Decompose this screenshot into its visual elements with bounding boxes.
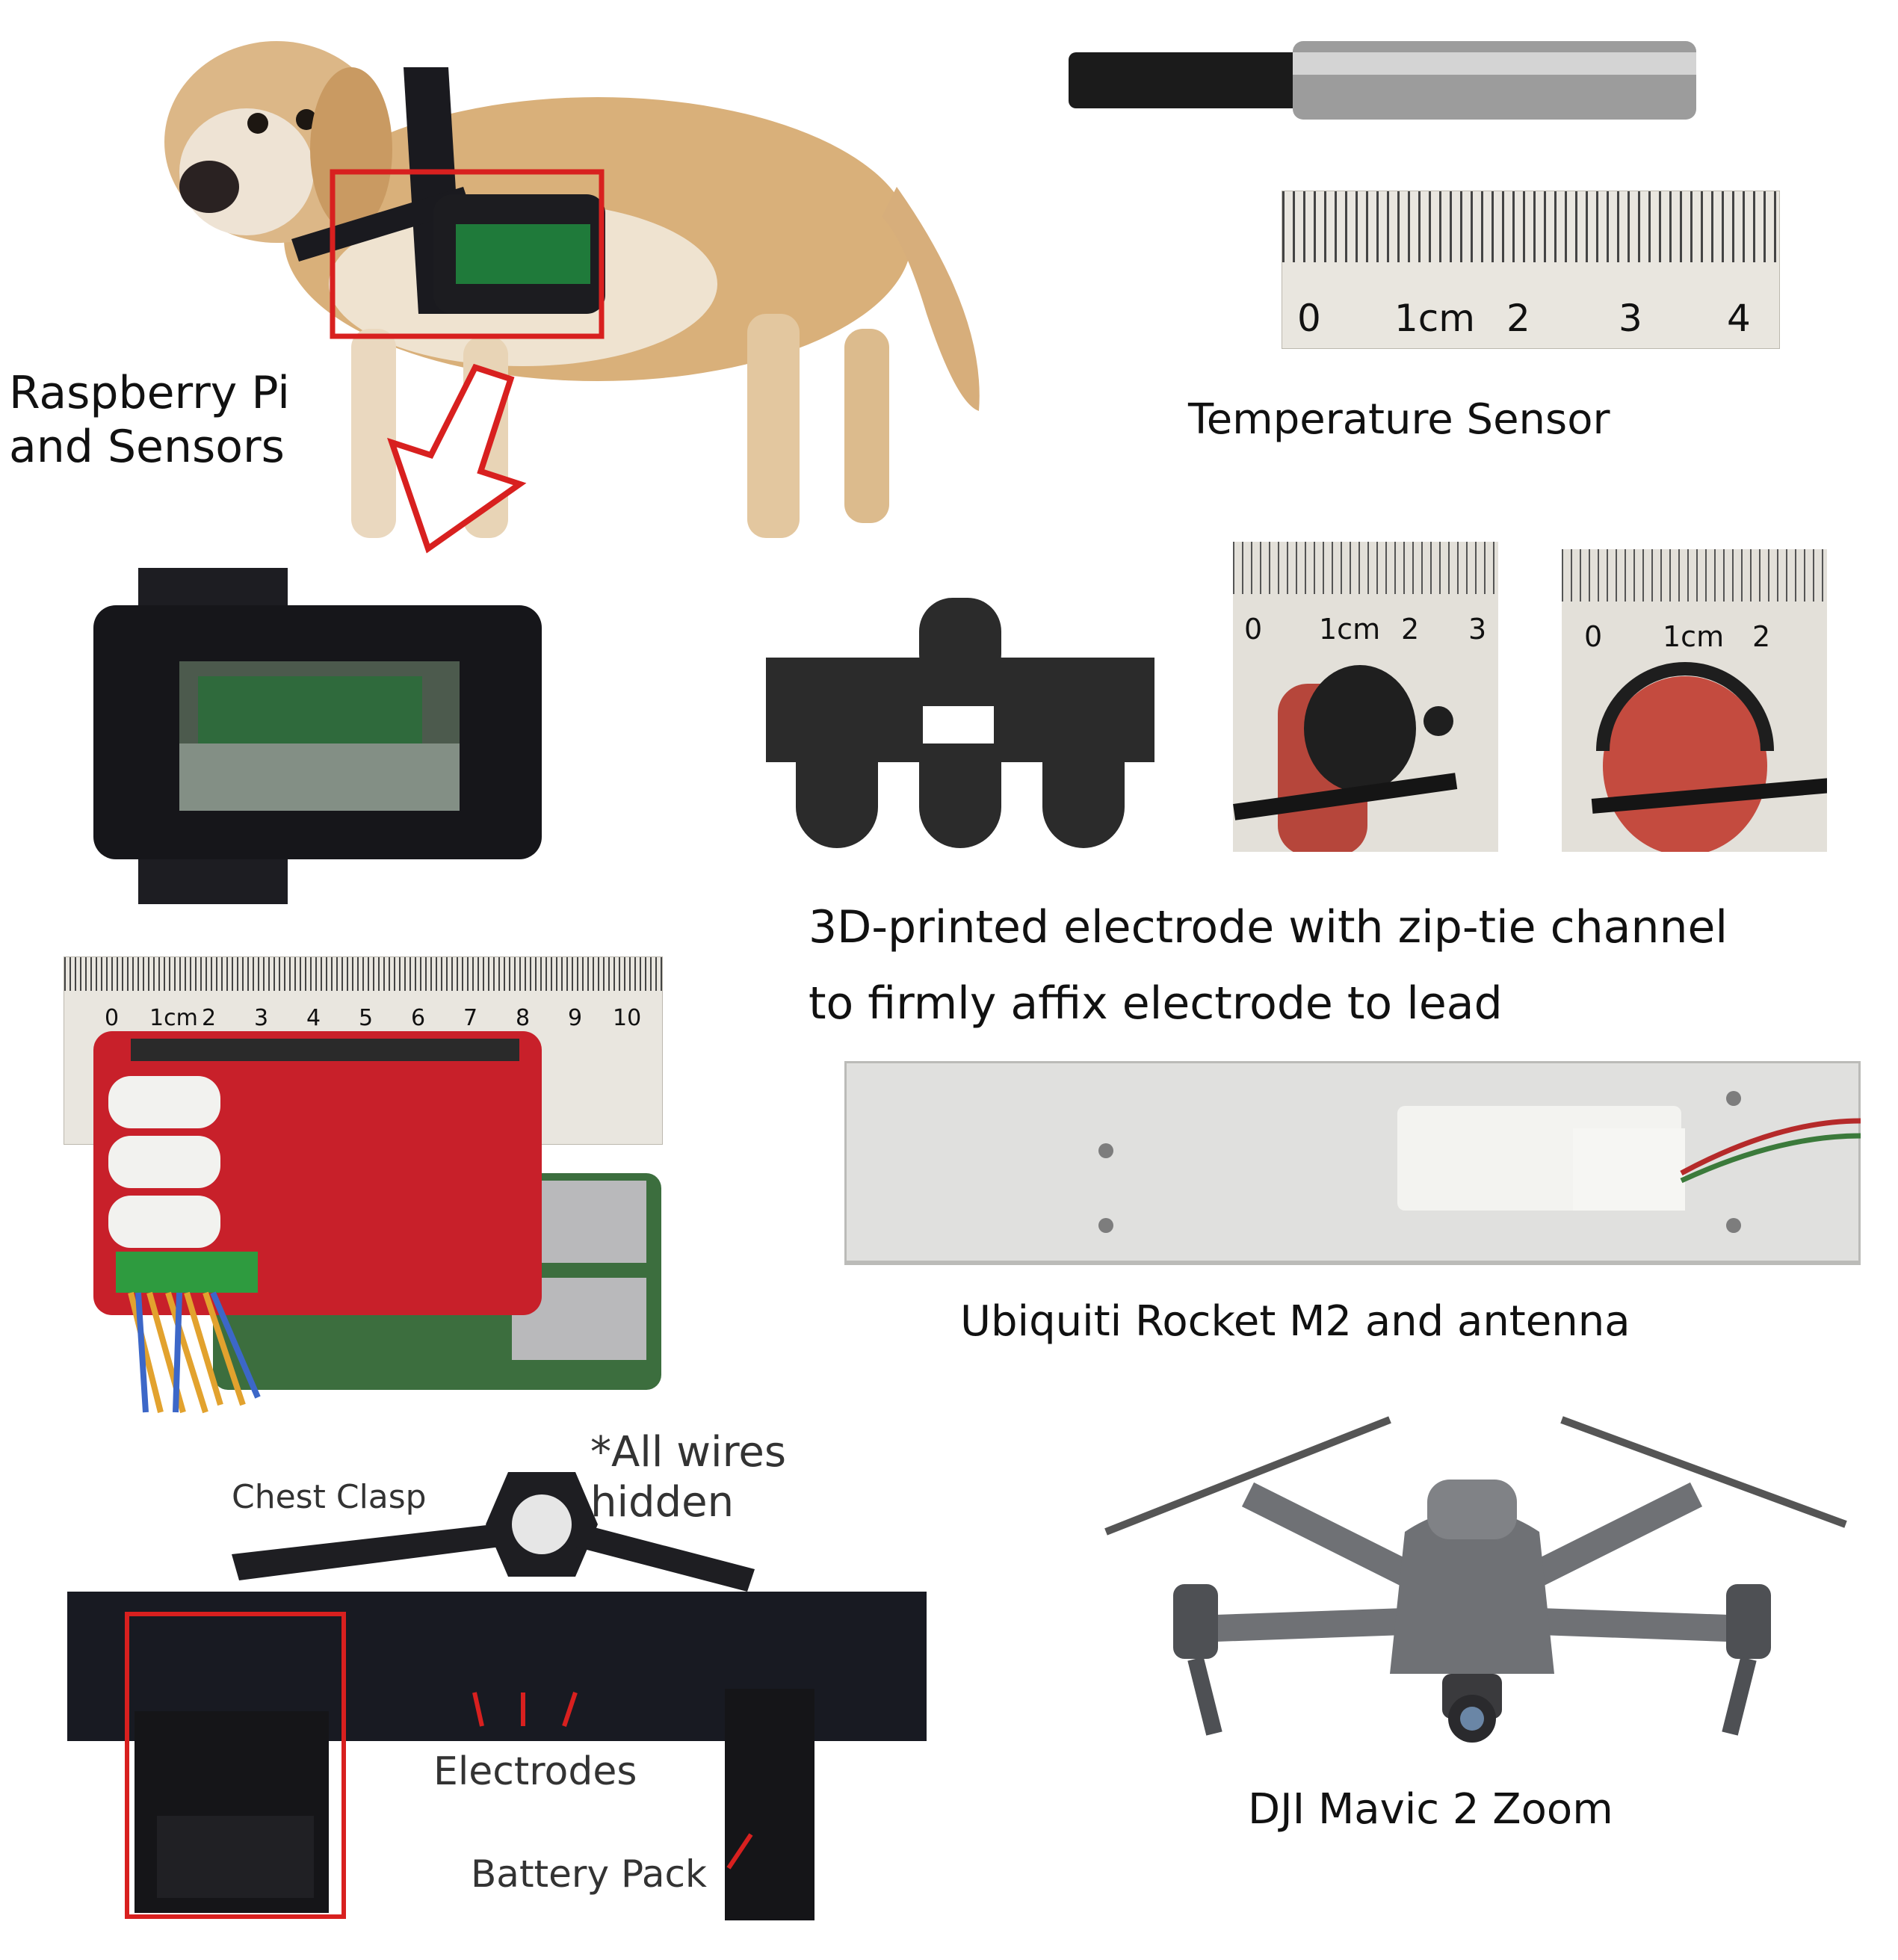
ruler-tick-8: 8 [516, 1005, 531, 1031]
battery-pack-label: Battery Pack [471, 1852, 707, 1896]
ruler-ticks [1562, 549, 1827, 602]
ruler-tick-1: 1cm [1663, 620, 1725, 653]
rocket-antenna-photo [844, 1061, 1861, 1270]
ruler-tick-1: 1cm [149, 1005, 198, 1031]
ruler-tick-1: 1cm [1319, 613, 1381, 646]
ruler-ticks [1233, 542, 1498, 594]
ruler-tick-7: 7 [463, 1005, 478, 1031]
electrode-photo-a: 0 1cm 2 3 [1233, 542, 1498, 852]
drone-label: DJI Mavic 2 Zoom [1248, 1785, 1613, 1834]
chest-harness-photo [60, 1442, 942, 1935]
ruler-tick-6: 6 [411, 1005, 426, 1031]
ruler-tick-0: 0 [105, 1005, 120, 1031]
ruler-tick-4: 4 [306, 1005, 321, 1031]
electrodes-label: Electrodes [433, 1749, 637, 1794]
raspberry-pi-board-photo: 0 1cm 2 3 4 5 6 7 8 9 10 [64, 956, 663, 1420]
ruler-tick-4: 4 [1727, 297, 1751, 340]
wires-hidden-label: *All wires hidden [590, 1428, 787, 1527]
ruler-tick-2: 2 [1401, 613, 1420, 646]
ruler-tick-2: 2 [1752, 620, 1771, 653]
ruler-tick-1: 1cm [1394, 297, 1476, 340]
ruler-tick-10: 10 [613, 1005, 642, 1031]
ruler-ticks [64, 957, 662, 991]
dog-photo [105, 15, 1016, 568]
ruler-tick-9: 9 [568, 1005, 583, 1031]
ruler-tick-0: 0 [1584, 620, 1603, 653]
electrode-model [766, 598, 1154, 852]
ruler-tick-3: 3 [1619, 297, 1642, 340]
ruler-tick-0: 0 [1297, 297, 1321, 340]
raspberry-pi-label: Raspberry Pi and Sensors [9, 367, 290, 473]
drone-photo [1076, 1405, 1861, 1756]
temperature-sensor-label: Temperature Sensor [1188, 395, 1610, 444]
ruler-tick-5: 5 [359, 1005, 374, 1031]
chest-clasp-label: Chest Clasp [232, 1478, 427, 1516]
temperature-ruler: 0 1cm 2 3 4 [1282, 191, 1780, 349]
ruler-tick-0: 0 [1244, 613, 1263, 646]
electrode-label: 3D-printed electrode with zip-tie channe… [809, 901, 1728, 1030]
ruler-tick-3: 3 [254, 1005, 269, 1031]
ruler-tick-3: 3 [1468, 613, 1487, 646]
rocket-label: Ubiquiti Rocket M2 and antenna [960, 1297, 1630, 1346]
electrode-photo-b: 0 1cm 2 [1562, 549, 1827, 852]
ruler-ticks [1282, 191, 1779, 262]
ruler-tick-2: 2 [202, 1005, 217, 1031]
pouch-closeup-photo [93, 568, 549, 904]
temperature-sensor-photo [1069, 37, 1696, 127]
ruler-tick-2: 2 [1506, 297, 1530, 340]
